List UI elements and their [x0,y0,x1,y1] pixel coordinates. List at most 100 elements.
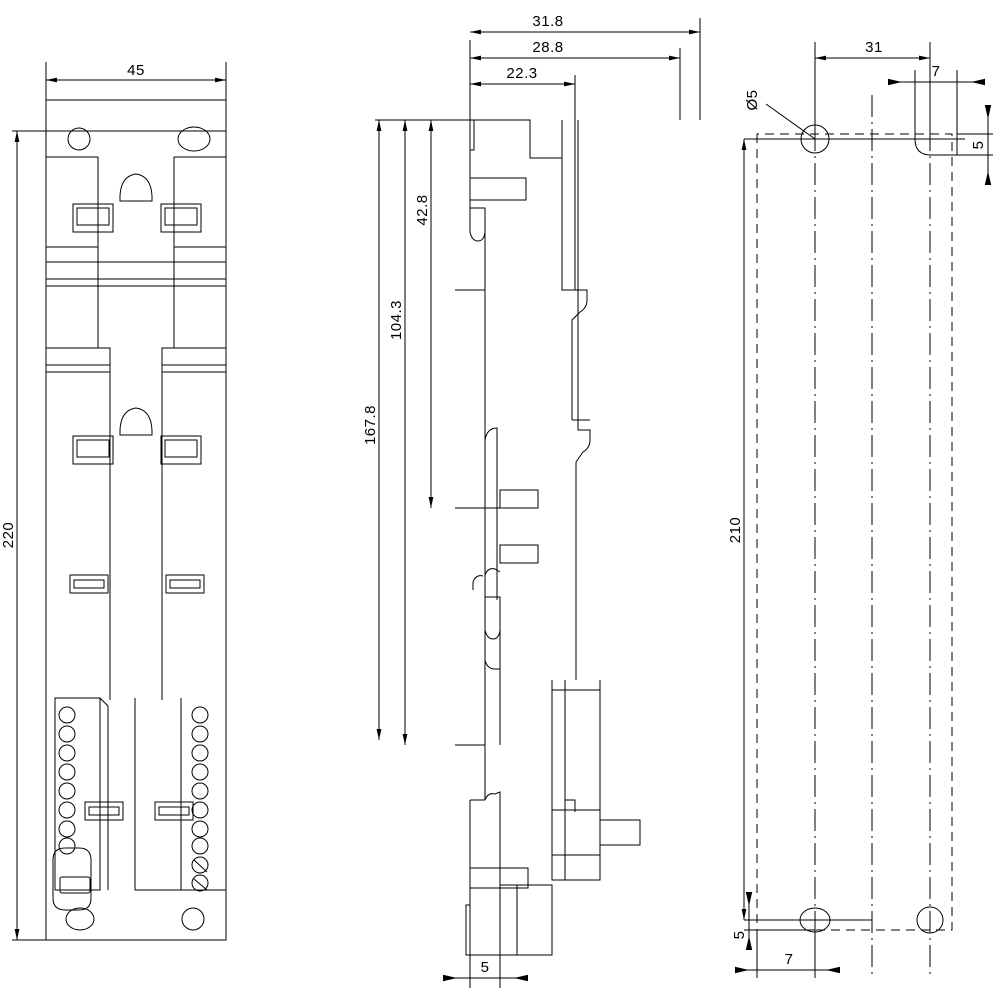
dim-drill-7-arrow-r [971,78,985,86]
contact-hole-r3 [192,745,208,761]
dim-drill-5top-label: 5 [970,141,987,150]
rail-band-verticals [98,262,174,286]
side-right-flange [562,120,575,290]
clip-slot-mid-left [70,575,108,593]
dim-side-223-label: 22.3 [506,65,537,82]
contact-hole-r8 [192,838,208,854]
side-view: 31.8 28.8 22.3 42.8 104.3 167.8 5 [362,13,701,988]
contact-hole-r10 [192,875,208,891]
side-lower-right-tab [600,820,640,845]
side-tab-1 [500,490,538,508]
mount-hole-top-left [68,128,90,150]
side-bottom-tab-left [466,905,470,955]
side-top-profile [470,120,562,158]
dim-drill-7bot-label: 7 [785,951,794,968]
contact-hole-r9 [192,857,208,873]
front-outline [46,100,226,940]
mount-hole-bottom-right [182,908,204,930]
plate-outline-dashed [756,133,953,931]
contact-hole-l6 [59,802,75,818]
front-inner-vert-upper [98,157,174,247]
contact-hole-l4 [59,764,75,780]
mount-hole-top-right [178,127,210,151]
clip-slot-mid-right-inner [170,580,200,588]
clip-slot-bottom-right-inner [159,807,189,815]
contact-hole-l1 [59,707,75,723]
side-lower-right-notch [565,800,575,812]
center-dome-upper [120,174,152,201]
terminal-window-upper-left-inner [77,208,109,225]
clip-slot-bottom-left-inner [89,807,119,815]
front-left-step-upper [46,157,98,205]
contact-hole-r4 [192,764,208,780]
terminal-block-left [55,698,100,890]
terminal-window-lower-left-inner [77,440,109,457]
side-hook-lower-curl [473,576,483,590]
front-left-column-mid [98,286,110,400]
side-top-tab [470,120,474,150]
contact-hole-l5 [59,783,75,799]
side-right-step-1 [572,290,587,420]
rail-band-left-a [46,247,98,262]
contact-hole-r2 [192,726,208,742]
contact-hole-r6 [192,802,208,818]
dim-drill-5bot-label: 5 [731,931,748,940]
contact-hole-l3 [59,745,75,761]
dim-drill-210-label: 210 [727,517,744,544]
front-right-column-mid [162,286,174,400]
clip-slot-bottom-right [155,802,193,820]
side-lower-curve [485,600,500,669]
front-center-rails [110,400,162,700]
dim-drill-5top-arrow-t [984,105,992,119]
dim-side-318-label: 31.8 [532,13,563,30]
contact-hole-r7 [192,821,208,837]
dim-drill-5bot-arrow-t [745,892,753,906]
front-right-step-upper [174,157,226,205]
contact-hole-l7 [59,821,75,837]
dim-side-1678-label: 167.8 [362,405,379,445]
dim-drill-7-label: 7 [932,63,941,80]
side-tab-2 [500,545,538,563]
side-hook-mid [485,597,500,639]
contact-hole-r1 [192,707,208,723]
contact-hole-l8 [59,838,75,854]
dim-side-428-label: 42.8 [414,194,431,225]
dim-drill-5top-arrow-b [984,171,992,185]
side-lower-right-block [552,680,600,880]
side-notch-a [485,569,500,575]
drilling-pattern-view: 31 7 5 Ø5 210 5 7 [727,39,993,978]
front-top-band [46,100,226,131]
terminal-window-lower-left [73,436,113,464]
dim-drill-7bot-arrow-l [735,966,749,974]
terminal-window-lower-right [161,436,201,464]
dim-drill-7-arrow-l [888,78,902,86]
connector-key-left-window [60,877,90,893]
side-left-cham-mid [485,428,497,600]
terminal-window-upper-right-inner [165,208,197,225]
side-bottom-hook [485,790,500,960]
dim-front-height-label: 220 [0,522,17,549]
terminal-window-upper-left [73,204,113,232]
side-right-step-2 [576,320,590,680]
mount-hole-bottom-left [66,908,94,930]
dim-front-width-label: 45 [127,62,145,79]
contact-hole-hatch [194,860,207,890]
dim-side-288-label: 28.8 [532,39,563,56]
clip-slot-mid-left-inner [74,580,104,588]
dim-side-1043-label: 104.3 [388,300,405,340]
side-bottom-rib [470,868,528,888]
dim-hole-diameter-label: Ø5 [744,89,761,110]
rail-band-right-a [174,247,226,262]
dim-side-5-arrow-l [443,974,457,982]
center-dome-lower [120,408,152,435]
drill-slot-top-right [915,99,957,155]
side-rib-upper [470,178,526,200]
front-view: 45 220 [0,62,227,941]
connector-key-left [53,848,91,910]
side-hook-upper [470,208,485,241]
contact-hole-r5 [192,783,208,799]
leader-line-dia [766,104,815,139]
clip-slot-mid-right [166,575,204,593]
